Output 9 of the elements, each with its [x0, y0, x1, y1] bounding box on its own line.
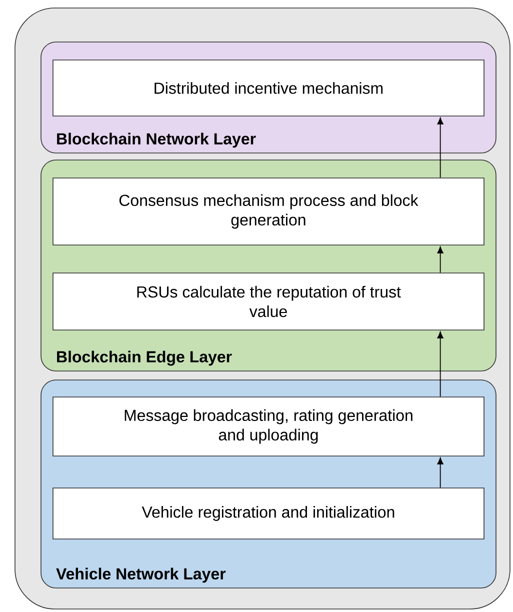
arrow: [437, 118, 444, 178]
arrow: [437, 458, 444, 488]
process-box: Distributed incentive mechanism: [52, 60, 484, 116]
process-box: Consensus mechanism process and block generation: [52, 178, 484, 246]
process-box: RSUs calculate the reputation of trust value: [52, 272, 484, 330]
process-box: Vehicle registration and initialization: [52, 488, 484, 540]
process-box: Message broadcasting, rating generation and uploading: [52, 396, 484, 456]
arrow: [437, 332, 444, 398]
arrow: [437, 246, 444, 274]
